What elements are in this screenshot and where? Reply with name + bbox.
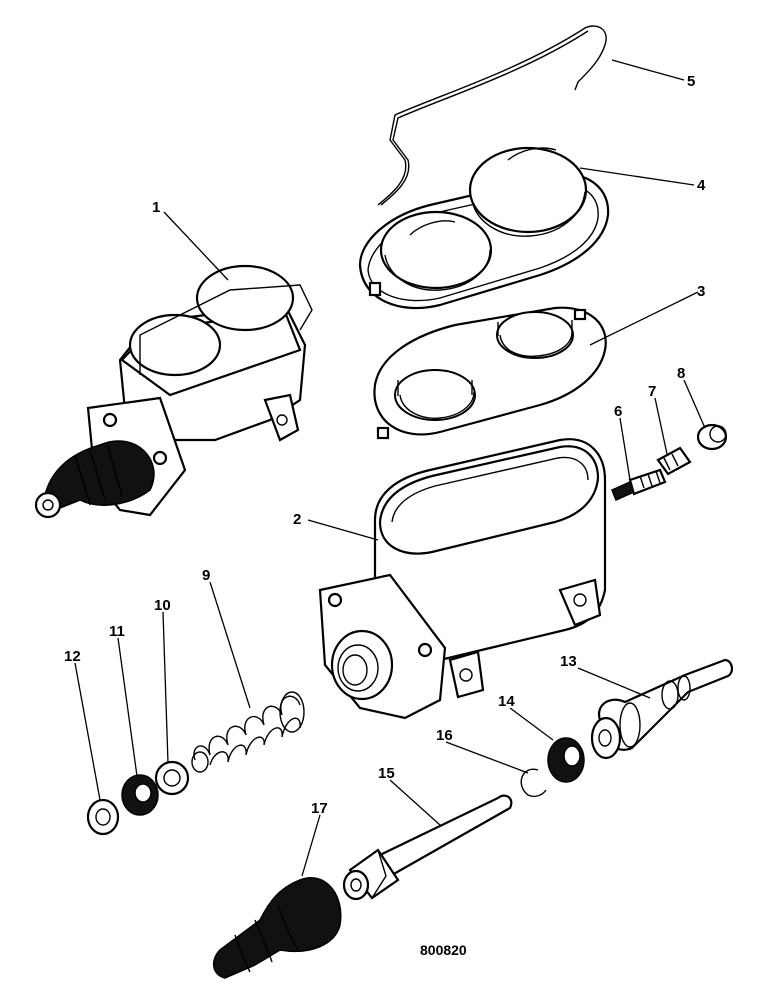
- callout-3: 3: [697, 283, 705, 300]
- callout-7: 7: [648, 383, 656, 400]
- callout-5: 5: [687, 73, 695, 90]
- primary-cup-seal: [121, 774, 159, 816]
- callout-13: 13: [560, 653, 577, 670]
- return-spring: [191, 691, 305, 773]
- dust-boot: [213, 877, 342, 979]
- bleed-screw: [611, 468, 667, 502]
- callout-6: 6: [614, 403, 622, 420]
- callout-17: 17: [311, 800, 328, 817]
- drawing-number: 800820: [420, 942, 467, 958]
- spring-seat: [154, 760, 190, 796]
- callout-15: 15: [378, 765, 395, 782]
- cylinder-body: [318, 438, 607, 720]
- callout-labels: 1 2 3 4 5 6 7 8 9 10 11 12 13 14 15 16 1…: [64, 73, 706, 817]
- circlip: [520, 768, 547, 798]
- fitting-cap: [696, 423, 728, 451]
- callout-11: 11: [109, 623, 125, 640]
- pushrod: [342, 794, 513, 901]
- washer: [86, 798, 120, 836]
- secondary-seal: [547, 737, 585, 783]
- callout-16: 16: [436, 727, 453, 744]
- callout-8: 8: [677, 365, 685, 382]
- cover-gasket: [373, 306, 607, 440]
- reservoir-cover: [358, 146, 610, 310]
- secondary-piston: [590, 658, 734, 760]
- bail-wire: [377, 25, 607, 206]
- callout-14: 14: [498, 693, 515, 710]
- callout-12: 12: [64, 648, 81, 665]
- bleed-valve: [656, 446, 692, 476]
- leader-lines: [74, 59, 706, 877]
- callout-10: 10: [154, 597, 171, 614]
- callout-1: 1: [152, 199, 160, 216]
- callout-4: 4: [697, 177, 706, 194]
- assembled-master-cylinder: [34, 264, 313, 519]
- callout-9: 9: [202, 567, 210, 584]
- callout-2: 2: [293, 511, 301, 528]
